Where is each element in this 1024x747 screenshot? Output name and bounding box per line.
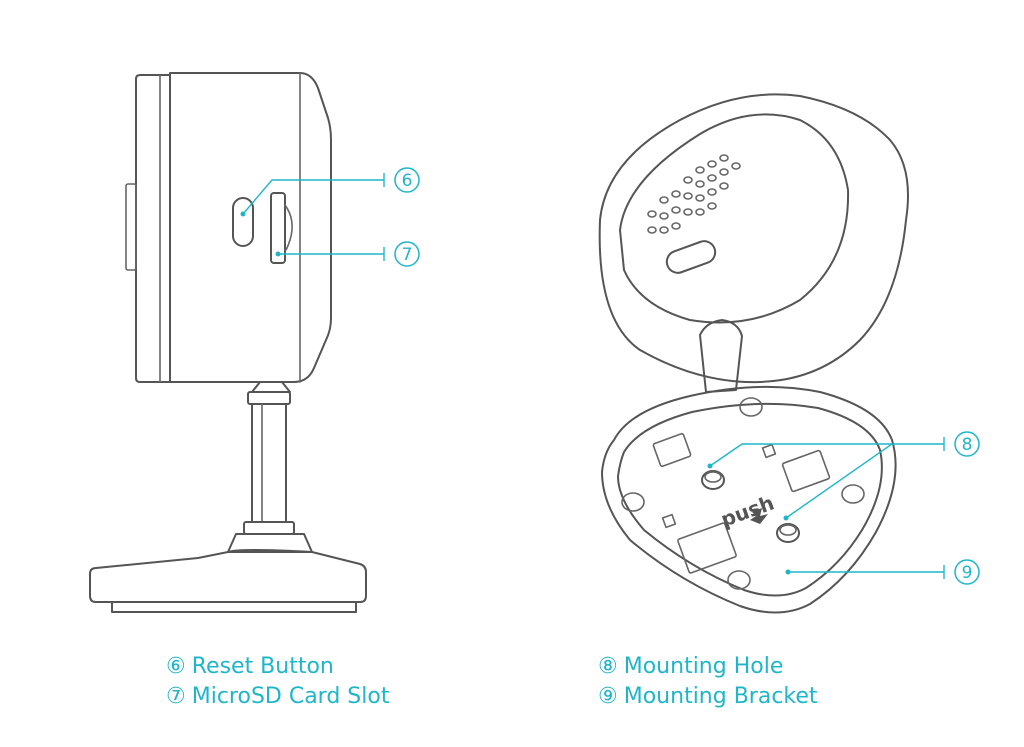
speaker-grille	[647, 154, 741, 234]
legend-number: ⑧	[598, 654, 618, 679]
badge-6: 6	[394, 167, 420, 193]
mounting-hole-1	[701, 470, 725, 490]
legend-label: MicroSD Card Slot	[191, 684, 390, 709]
badge-8: 8	[954, 431, 980, 457]
camera-bottom-view: push	[598, 93, 909, 614]
svg-text:7: 7	[402, 245, 413, 265]
svg-text:9: 9	[962, 563, 973, 583]
legend-number: ⑥	[166, 654, 186, 679]
push-label: push	[718, 490, 778, 531]
badge-7: 7	[394, 241, 420, 267]
svg-text:8: 8	[962, 435, 973, 455]
svg-text:6: 6	[402, 171, 413, 191]
leader-lines-left	[240, 173, 385, 261]
microsd-slot-outline	[270, 192, 286, 264]
badge-9: 9	[954, 559, 980, 585]
camera-side-view	[89, 72, 367, 613]
mounting-bracket-outline	[601, 385, 897, 614]
legend-label: Mounting Bracket	[623, 684, 818, 709]
reset-button-outline	[232, 197, 254, 247]
legend-number: ⑨	[598, 684, 618, 709]
leader-lines-right	[707, 437, 945, 579]
legend-label: Mounting Hole	[623, 654, 784, 679]
mounting-hole-2	[776, 523, 800, 543]
legend-label: Reset Button	[191, 654, 334, 679]
usb-port-outline	[665, 240, 717, 274]
push-arrow-icon	[750, 508, 768, 524]
legend-number: ⑦	[166, 684, 186, 709]
